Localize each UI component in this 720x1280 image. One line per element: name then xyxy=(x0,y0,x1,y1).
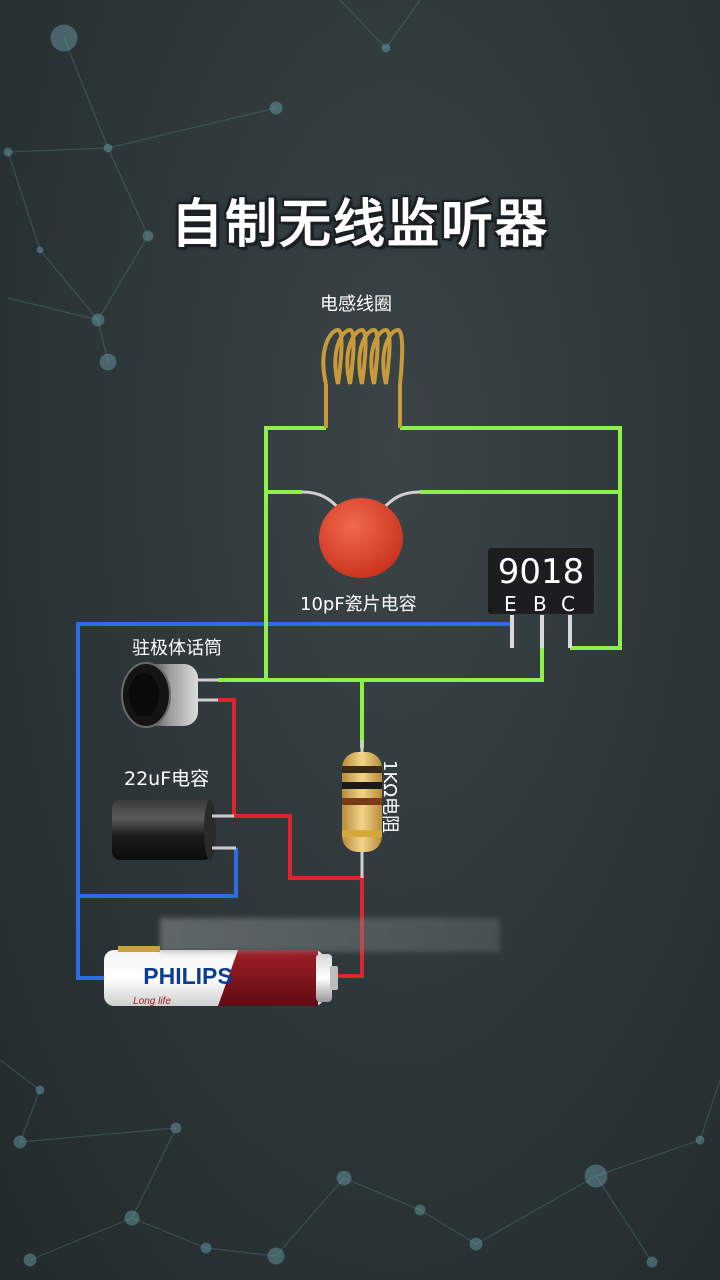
pin-e-label: E xyxy=(504,592,517,616)
resistor-label: 1KΩ电阻 xyxy=(379,760,400,834)
transistor-name: 9018 xyxy=(497,552,585,592)
battery-sub: Long life xyxy=(133,996,171,1007)
transistor-body xyxy=(488,548,594,614)
microphone-label: 驻极体话筒 xyxy=(132,638,222,659)
ceramic-capacitor-label: 10pF瓷片电容 xyxy=(300,594,417,615)
pin-c-label: C xyxy=(561,592,575,616)
wire-blue-cap xyxy=(78,848,238,898)
wire-red xyxy=(218,698,364,978)
ceramic-capacitor xyxy=(301,490,421,578)
battery-brand: PHILIPS xyxy=(143,963,232,989)
inductor-coil xyxy=(321,327,405,428)
battery: PHILIPS Long life xyxy=(104,946,338,1007)
pin-b-label: B xyxy=(533,592,547,616)
electrolytic-capacitor-label: 22uF电容 xyxy=(124,768,210,790)
inductor-label: 电感线圈 xyxy=(320,294,392,315)
blurred-overlay xyxy=(160,918,500,952)
resistor xyxy=(342,740,382,852)
electrolytic-capacitor xyxy=(112,800,236,860)
wire-green xyxy=(218,426,622,748)
page-title: 自制无线监听器 xyxy=(170,195,549,255)
electret-microphone xyxy=(121,662,218,728)
wire-blue xyxy=(76,622,512,980)
transistor-legs xyxy=(510,612,572,648)
